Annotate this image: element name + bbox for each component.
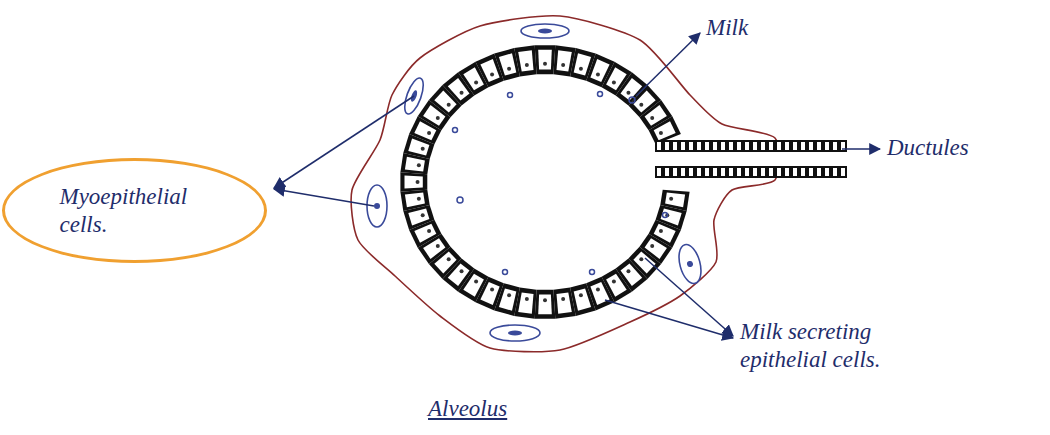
ductule-cell [663,166,671,178]
ductule-cell [783,140,791,152]
ductule-cell [775,166,783,178]
leader-line [274,189,374,206]
ductule-tube [650,140,847,178]
ductule-cell [727,140,735,152]
highlight-oval: Myoepithelial cells. [2,158,267,263]
milk-droplets [453,92,668,275]
ductule-cell [743,140,751,152]
ductule-cell [759,140,767,152]
ductule-cell [711,166,719,178]
ductule-cell [815,140,823,152]
ductule-cell [751,140,759,152]
leader-line [605,300,733,338]
myoepithelial-cell [490,325,540,341]
ductule-cell [831,166,839,178]
myoepithelial-cell [521,24,569,38]
ductule-cell [839,166,847,178]
part-label: Milk [706,14,748,42]
ductule-cell [735,140,743,152]
ductule-cell [823,166,831,178]
leader-line [842,148,880,150]
ductule-cell [759,166,767,178]
ductule-cell [783,166,791,178]
ductule-cell [807,140,815,152]
ductule-cell [767,140,775,152]
ductule-cell [695,140,703,152]
ductule-cell [727,166,735,178]
ductule-cell [655,140,663,152]
ductule-cell [823,140,831,152]
ductule-cell [807,166,815,178]
epithelial-cell [535,45,556,74]
epithelial-cell [535,290,556,319]
ductule-cell [815,166,823,178]
ductule-cell [751,166,759,178]
ductule-cell [703,166,711,178]
ductule-cell [655,166,663,178]
ductule-cell [679,166,687,178]
ductule-cell [679,140,687,152]
part-label: Milk secreting epithelial cells. [740,318,960,373]
ductule-cell [687,140,695,152]
ductule-cell [671,166,679,178]
ductule-cell [791,166,799,178]
leader-line [636,33,700,96]
part-label: Ductules [887,134,969,162]
figure-caption: Alveolus [428,395,507,423]
epithelial-cell [514,45,536,76]
alveolus-boundary [351,16,779,352]
epithelial-cell [553,288,575,319]
ductule-cell [831,140,839,152]
leader-line [274,96,414,188]
ductule-cell [695,166,703,178]
epithelial-cell [400,172,427,192]
ductule-cell [799,140,807,152]
ductule-cell [703,140,711,152]
ductule-cell [719,140,727,152]
ductule-cell [799,166,807,178]
ductule-cell [791,140,799,152]
ductule-cell [671,140,679,152]
ductule-lumen [650,152,842,166]
ductule-cell [663,140,671,152]
myoepithelial-cells [367,24,705,341]
ductule-cell [687,166,695,178]
ductule-cell [743,166,751,178]
myoepithelial-cell [675,242,705,286]
node-text: Myoepithelial cells. [60,183,210,238]
ductule-cell [735,166,743,178]
ductule-cell [767,166,775,178]
ductule-cell [775,140,783,152]
ductule-cell [839,140,847,152]
leader-lines [274,33,880,338]
ductule-cell [719,166,727,178]
ductule-cell [711,140,719,152]
epithelial-cell [400,190,429,211]
